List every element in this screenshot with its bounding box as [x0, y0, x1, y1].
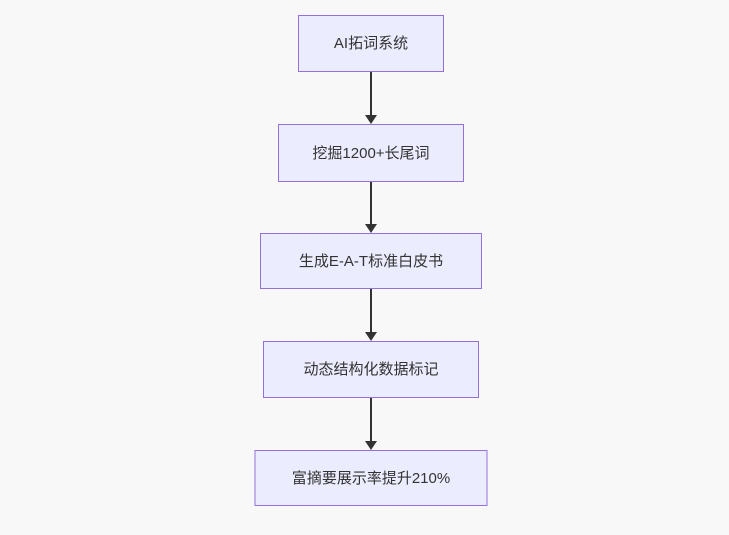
flow-node-rich-snippet-result: 富摘要展示率提升210% [254, 450, 488, 506]
flow-arrow [365, 289, 377, 341]
flow-node-ai-word-system: AI拓词系统 [298, 15, 444, 72]
node-label: 动态结构化数据标记 [303, 361, 439, 378]
flow-node-structured-data: 动态结构化数据标记 [263, 341, 479, 398]
node-label: 挖掘1200+长尾词 [312, 144, 430, 162]
flow-arrow [365, 72, 377, 124]
arrowhead-down-icon [365, 441, 377, 450]
arrow-shaft [370, 72, 372, 115]
node-label: 生成E-A-T标准白皮书 [298, 252, 444, 270]
arrowhead-down-icon [365, 332, 377, 341]
node-label: AI拓词系统 [333, 35, 409, 52]
flow-node-eat-whitepaper: 生成E-A-T标准白皮书 [260, 233, 482, 289]
flow-arrow [365, 182, 377, 233]
flow-arrow [365, 398, 377, 450]
flow-node-longtail-mining: 挖掘1200+长尾词 [278, 124, 464, 182]
arrow-shaft [370, 398, 372, 441]
arrowhead-down-icon [365, 115, 377, 124]
arrowhead-down-icon [365, 224, 377, 233]
arrow-shaft [370, 182, 372, 224]
arrow-shaft [370, 289, 372, 332]
node-label: 富摘要展示率提升210% [291, 469, 451, 487]
